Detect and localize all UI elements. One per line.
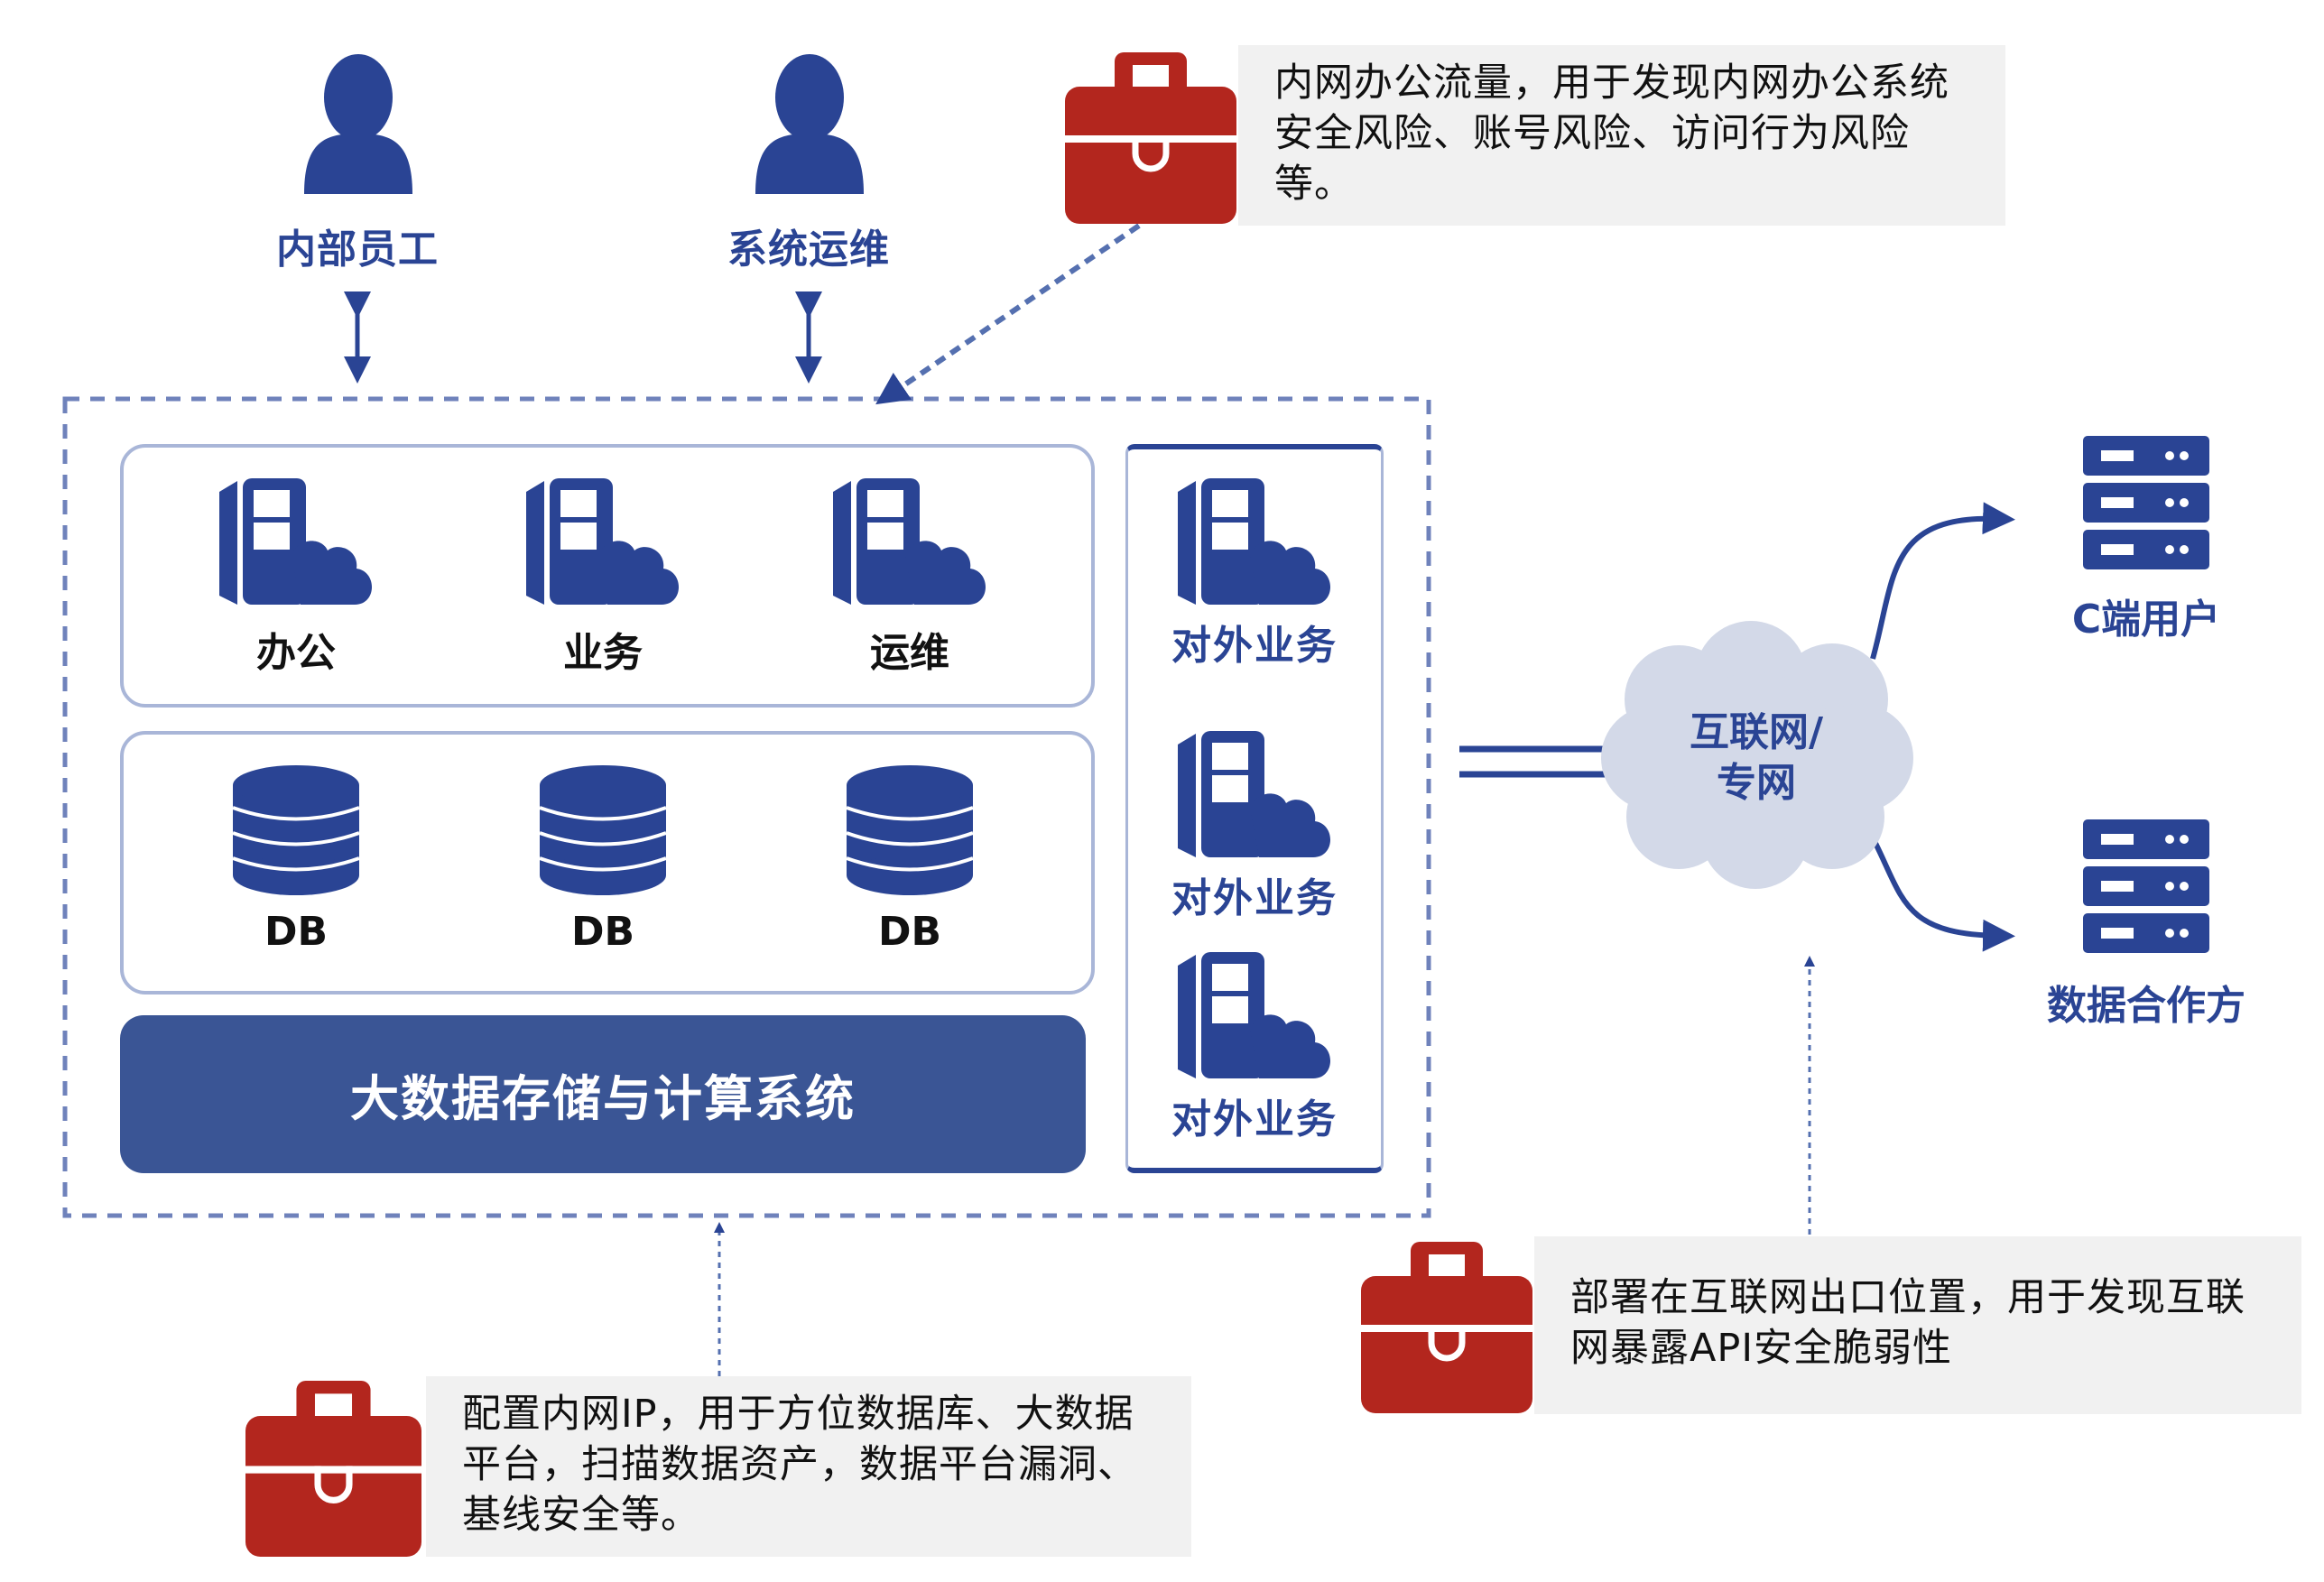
actor-label: 内部员工 [276, 227, 439, 273]
database-item[interactable]: DB [495, 763, 711, 955]
external-service-label: 对外业务 [1171, 623, 1338, 669]
briefcase-icon [1065, 52, 1236, 224]
callout-top: 内网办公流量，用于发现内网办公系统安全风险、账号风险、访问行为风险等。 [1238, 45, 2005, 226]
external-service-item[interactable]: 对外业务 [1155, 726, 1354, 923]
callout-bottom-right: 部署在互联网出口位置，用于发现互联网暴露API安全脆弱性 [1534, 1236, 2301, 1414]
server-cloud-icon [526, 478, 680, 605]
server-cloud-icon [219, 478, 373, 605]
endpoint-label: C端用户 [2071, 597, 2221, 643]
database-item[interactable]: DB [188, 763, 404, 955]
app-item-ops[interactable]: 运维 [801, 474, 1018, 678]
network-label-line2: 专网 [1717, 760, 1796, 806]
external-service-label: 对外业务 [1171, 1096, 1338, 1143]
database-icon [232, 765, 360, 895]
database-icon [846, 765, 974, 895]
database-item[interactable]: DB [801, 763, 1018, 955]
database-label: DB [877, 909, 942, 955]
database-label: DB [570, 909, 635, 955]
external-service-label: 对外业务 [1171, 875, 1338, 921]
server-cloud-icon [1178, 478, 1331, 605]
server-rack-icon [2083, 819, 2209, 953]
cloud-to-c-user-arrow [1870, 502, 2015, 660]
app-item-office[interactable]: 办公 [188, 474, 404, 678]
server-cloud-icon [1178, 952, 1331, 1078]
external-service-item[interactable]: 对外业务 [1155, 474, 1354, 671]
network-cloud-label[interactable]: 互联网/ 专网 [1648, 708, 1865, 809]
cloud-to-partner-arrow [1864, 824, 2015, 952]
network-label-line1: 互联网/ [1689, 709, 1824, 755]
person-icon [755, 54, 864, 194]
callout-bottom-left: 配置内网IP，用于方位数据库、大数据平台，扫描数据资产，数据平台漏洞、基线安全等… [426, 1376, 1191, 1557]
app-label: 办公 [256, 630, 336, 676]
database-icon [539, 765, 667, 895]
server-cloud-icon [1178, 731, 1331, 857]
person-icon [304, 54, 412, 194]
server-rack-icon [2083, 436, 2209, 569]
endpoint-label: 数据合作方 [2047, 983, 2245, 1029]
app-item-business[interactable]: 业务 [495, 474, 711, 678]
server-cloud-icon [833, 478, 986, 605]
actor-label: 系统运维 [727, 227, 890, 273]
external-service-item[interactable]: 对外业务 [1155, 948, 1354, 1144]
bigdata-system-bar[interactable]: 大数据存储与计算系统 [120, 1015, 1086, 1173]
briefcase-icon [245, 1381, 421, 1557]
briefcase-icon [1361, 1242, 1532, 1413]
database-label: DB [264, 909, 329, 955]
app-label: 运维 [870, 630, 949, 676]
app-label: 业务 [563, 630, 643, 676]
